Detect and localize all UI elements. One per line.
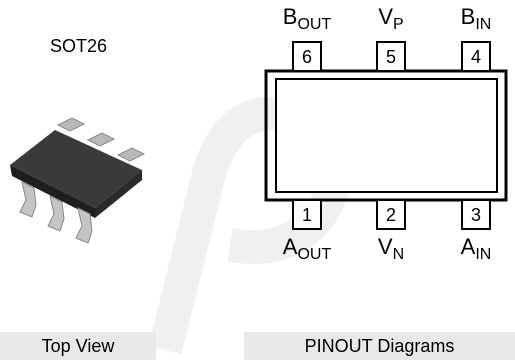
pin-box-4 xyxy=(461,41,491,72)
caption-pinout-diagrams: PINOUT Diagrams xyxy=(244,332,515,360)
sot26-package-image xyxy=(10,117,146,244)
pin-number-1: 1 xyxy=(301,204,312,225)
pin-number-4: 4 xyxy=(470,46,481,67)
caption-top-view: Top View xyxy=(0,332,156,360)
package-name: SOT26 xyxy=(50,36,108,56)
pin-number-5: 5 xyxy=(385,46,396,67)
pin-number-3: 3 xyxy=(470,204,481,225)
pin-label-6: BOUT xyxy=(282,4,332,33)
pin-label-5: VP xyxy=(378,4,404,33)
pin-box-1 xyxy=(292,199,322,230)
pin-box-5 xyxy=(376,41,406,72)
pin-box-2 xyxy=(376,199,406,230)
pin-label-1: AOUT xyxy=(282,234,332,263)
pin-number-2: 2 xyxy=(385,204,396,225)
pin-boxes-top xyxy=(292,41,491,72)
pin-boxes-bottom xyxy=(292,199,491,230)
pin-box-3 xyxy=(461,199,491,230)
pin-number-6: 6 xyxy=(301,46,312,67)
pin-box-6 xyxy=(292,41,322,72)
pinout-package-body xyxy=(264,69,508,202)
pin-label-2: VN xyxy=(377,234,405,263)
pin-label-4: BIN xyxy=(460,4,492,33)
pin-label-3: AIN xyxy=(460,234,492,263)
